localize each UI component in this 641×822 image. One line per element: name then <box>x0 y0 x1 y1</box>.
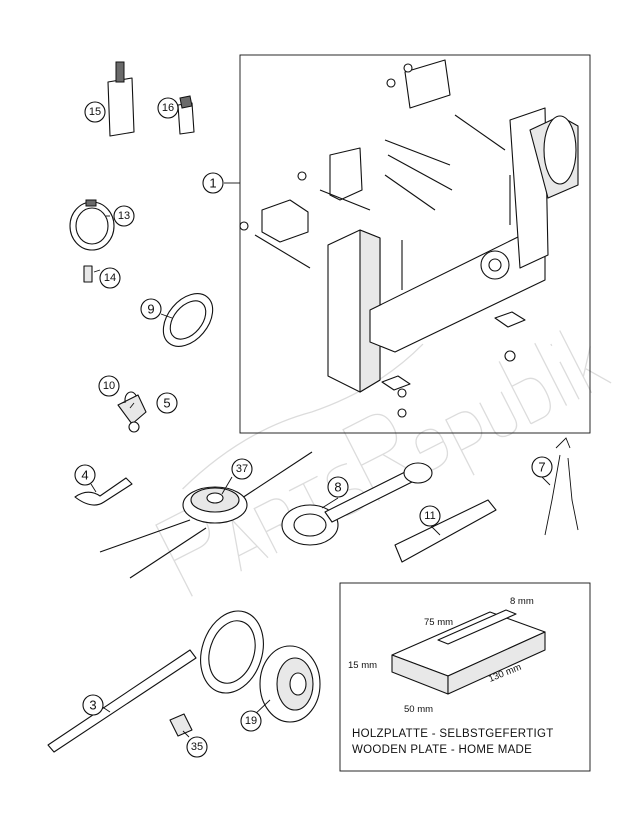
engine-stand-frame-box <box>239 54 591 434</box>
callout-16-label: 16 <box>162 102 174 114</box>
callout-19: 19 <box>240 710 262 732</box>
stud-1 <box>384 139 451 166</box>
callout-10: 10 <box>98 375 120 397</box>
callout-4: 4 <box>74 464 96 486</box>
callout-15: 15 <box>84 101 106 123</box>
callout-1: 1 <box>202 172 224 194</box>
part-15-adhesive-tube <box>107 61 135 137</box>
part-8-wrench <box>281 462 433 546</box>
wooden-plate-note-en: WOODEN PLATE - HOME MADE <box>352 744 532 756</box>
part-35-nut <box>169 713 193 737</box>
callout-37: 37 <box>231 458 253 480</box>
bracket-plates <box>404 59 451 109</box>
callout-7: 7 <box>531 456 553 478</box>
washer-plate <box>494 311 526 328</box>
part-7-circlip-pliers <box>544 437 579 536</box>
callout-14: 14 <box>99 267 121 289</box>
engine-stand-group <box>239 54 591 434</box>
callout-14-label: 14 <box>104 272 116 284</box>
callout-1-label: 1 <box>209 176 216 191</box>
wooden-plate-slot <box>437 609 517 645</box>
part-5-puller <box>117 394 147 433</box>
callout-9: 9 <box>140 298 162 320</box>
callout-9-label: 9 <box>147 302 154 317</box>
part-14-gauge-tip <box>83 265 93 283</box>
callout-35: 35 <box>186 736 208 758</box>
dim-slot-width: 8 mm <box>510 596 534 607</box>
bracket-upper <box>329 147 363 201</box>
callout-13: 13 <box>113 205 135 227</box>
part-37-clamp-assembly <box>99 451 313 579</box>
bolt-lower <box>254 234 311 269</box>
callout-11-label: 11 <box>424 510 435 522</box>
part-4-key <box>74 477 133 506</box>
wooden-plate-box <box>339 582 591 772</box>
dim-width: 50 mm <box>404 704 433 715</box>
callout-5: 5 <box>156 392 178 414</box>
callout-10-label: 10 <box>103 380 115 392</box>
dim-height: 15 mm <box>348 660 377 671</box>
callout-35-label: 35 <box>191 741 203 753</box>
nut-icon <box>403 63 413 73</box>
wooden-plate-note-de: HOLZPLATTE - SELBSTGEFERTIGT <box>352 728 554 740</box>
dim-slot-length: 75 mm <box>424 617 453 628</box>
bolt-upper <box>319 189 371 211</box>
stud-4 <box>454 114 506 151</box>
part-9-ring-disc <box>162 293 214 347</box>
callout-3-label: 3 <box>89 698 96 713</box>
stand-flange <box>543 115 577 185</box>
part-3-holding-tool <box>47 610 264 753</box>
callout-19-label: 19 <box>245 715 257 727</box>
watermark-logo <box>155 330 612 597</box>
callout-3: 3 <box>82 694 104 716</box>
part-19-flywheel-puller <box>259 645 321 723</box>
callout-11: 11 <box>419 505 441 527</box>
callout-16: 16 <box>157 97 179 119</box>
part-13-dial-gauge <box>69 199 115 251</box>
stud-2 <box>387 154 453 191</box>
callout-5-label: 5 <box>163 396 170 411</box>
callout-8-label: 8 <box>334 480 341 495</box>
callout-37-label: 37 <box>236 463 248 475</box>
callout-4-label: 4 <box>81 468 88 483</box>
part-11-feeler-plate <box>394 499 497 563</box>
wooden-plate-panel: 75 mm 8 mm 15 mm 50 mm 130 mm HOLZPLATTE… <box>339 582 591 772</box>
callout-13-label: 13 <box>118 210 130 222</box>
callout-15-label: 15 <box>89 106 101 118</box>
bracket-lower <box>261 199 309 243</box>
part-16-loctite-bottle <box>177 95 195 135</box>
callout-8: 8 <box>327 476 349 498</box>
stud-3 <box>384 174 436 211</box>
callout-7-label: 7 <box>538 460 545 475</box>
